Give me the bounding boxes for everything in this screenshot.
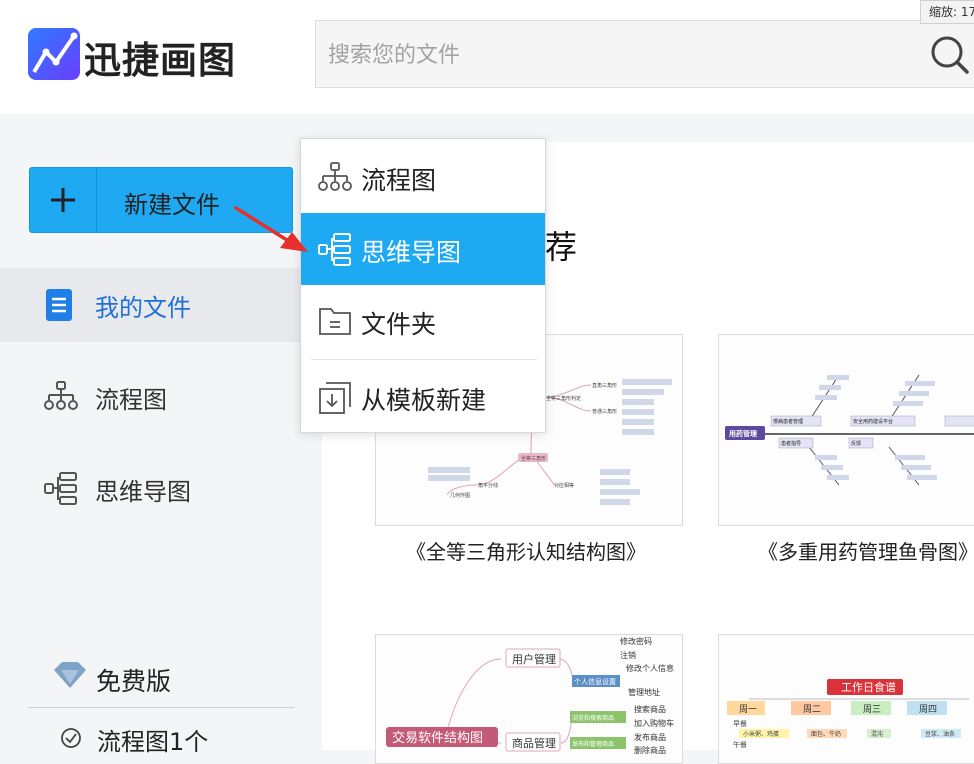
flowchart-icon	[44, 381, 78, 410]
thumb-text: 小米粥、鸡蛋	[743, 730, 779, 738]
template-card-2[interactable]: 用药管理 慢病患者管理 安全用药建设平台 患者指导 反馈	[718, 334, 974, 526]
sidebar-item-label: 思维导图	[95, 478, 191, 506]
quota-label: 流程图1个	[97, 728, 209, 756]
menu-item-label: 流程图	[361, 166, 437, 195]
menu-item-from-template[interactable]: 从模板新建	[301, 361, 545, 433]
search-box	[315, 20, 974, 88]
diamond-icon	[54, 662, 86, 688]
template-card-3[interactable]: 交易软件结构图 用户管理 商品管理 个人信息设置 浏览和搜索商品 发布和管理商品…	[375, 634, 683, 764]
thumb-text: 删除商品	[634, 745, 666, 755]
new-file-button[interactable]: 新建文件	[29, 167, 293, 233]
mindmap-icon	[44, 472, 77, 505]
thumb-text: 修改个人信息	[626, 663, 674, 673]
thumbnail-fishbone: 用药管理 慢病患者管理 安全用药建设平台 患者指导 反馈	[719, 335, 974, 525]
thumb-text: 用药管理	[729, 429, 757, 438]
thumb-text: 早餐	[733, 719, 747, 728]
menu-item-folder[interactable]: 文件夹	[301, 285, 545, 357]
new-file-dropdown: 流程图 思维导图 文件夹 从模板新建	[300, 138, 546, 433]
thumb-text: 周三	[863, 704, 881, 715]
new-file-label: 新建文件	[124, 191, 220, 219]
sidebar-item-flowchart[interactable]: 流程图	[0, 360, 322, 434]
thumb-text: 个人信息设置	[574, 677, 616, 686]
plus-icon	[30, 168, 97, 232]
thumb-text: 普通三角形	[592, 408, 617, 415]
thumb-text: 豆浆、油条	[925, 730, 955, 738]
app-header: 迅捷画图 缩放: 17	[0, 0, 974, 114]
sidebar-item-mindmap[interactable]: 思维导图	[0, 452, 322, 526]
thumb-text: 周一	[739, 704, 757, 715]
menu-item-label: 文件夹	[361, 310, 437, 339]
thumb-text: 工作日食谱	[841, 680, 896, 694]
thumb-text: 周二	[803, 704, 821, 715]
thumb-text: 全等三角形	[521, 455, 546, 462]
menu-item-flowchart[interactable]: 流程图	[301, 141, 545, 213]
thumb-text: 发布和管理商品	[572, 740, 614, 748]
thumb-text: 周四	[919, 704, 937, 715]
app-name: 迅捷画图	[84, 39, 236, 82]
thumb-text: 混沌	[871, 730, 883, 738]
thumb-text: 浏览和搜索商品	[572, 714, 614, 722]
thumb-text: 角平分线	[478, 482, 498, 489]
folder-icon	[319, 308, 351, 335]
plan-label: 免费版	[96, 667, 172, 696]
thumb-text: 加入购物车	[634, 718, 674, 728]
thumb-text: 用户管理	[512, 652, 556, 666]
template-caption-2[interactable]: 《多重用药管理鱼骨图》	[758, 540, 974, 564]
thumb-text: 安全用药建设平台	[853, 418, 893, 425]
template-icon	[319, 382, 351, 414]
menu-item-mindmap[interactable]: 思维导图	[301, 213, 545, 285]
thumb-text: 直角三角形	[592, 382, 617, 389]
thumbnail-timetable: 工作日食谱 周一 周二 周三 周四 早餐 小米粥、鸡蛋 面包、牛奶 混沌 豆浆、…	[719, 635, 974, 763]
thumb-text: 注销	[620, 650, 636, 660]
thumb-text: 全等三角形判定	[546, 395, 581, 402]
thumb-text: 反馈	[851, 440, 861, 447]
flowchart-icon	[318, 162, 352, 191]
check-circle-icon	[61, 728, 81, 748]
thumb-text: 修改密码	[620, 636, 652, 646]
thumb-text: 午餐	[733, 740, 747, 749]
annotation-arrow-icon	[234, 206, 308, 252]
sidebar-item-label: 流程图	[95, 386, 167, 414]
thumbnail-structure: 交易软件结构图 用户管理 商品管理 个人信息设置 浏览和搜索商品 发布和管理商品…	[376, 635, 682, 763]
menu-item-label: 思维导图	[361, 238, 462, 267]
sidebar-item-label: 我的文件	[95, 294, 191, 322]
section-title: 荐	[545, 228, 578, 266]
search-input[interactable]	[326, 37, 910, 73]
template-card-4[interactable]: 工作日食谱 周一 周二 周三 周四 早餐 小米粥、鸡蛋 面包、牛奶 混沌 豆浆、…	[718, 634, 974, 764]
thumb-text: 发布商品	[634, 732, 666, 742]
sidebar-divider	[28, 707, 294, 708]
chart-logo-icon	[32, 32, 78, 74]
app-logo[interactable]	[28, 28, 80, 80]
template-caption-1[interactable]: 《全等三角形认知结构图》	[406, 540, 646, 564]
thumb-text: 慢病患者管理	[773, 418, 803, 425]
zoom-indicator: 缩放: 17	[920, 0, 974, 24]
menu-item-label: 从模板新建	[361, 386, 487, 415]
sidebar-item-my-files[interactable]: 我的文件	[0, 268, 322, 342]
plan-badge[interactable]: 免费版	[52, 660, 171, 696]
thumb-text: 面包、牛奶	[811, 730, 841, 738]
mindmap-icon	[318, 233, 351, 266]
thumb-text: 管理地址	[628, 687, 660, 697]
thumb-text: 搜索商品	[634, 704, 666, 714]
thumb-text: 患者指导	[781, 440, 801, 447]
thumb-text: 几何作图	[450, 492, 470, 499]
thumb-text: 商品管理	[512, 736, 556, 750]
thumb-text: 对应相等	[554, 482, 574, 489]
menu-divider	[311, 359, 537, 360]
thumb-text: 交易软件结构图	[392, 730, 483, 746]
document-icon	[46, 289, 72, 321]
search-icon[interactable]	[929, 34, 971, 76]
